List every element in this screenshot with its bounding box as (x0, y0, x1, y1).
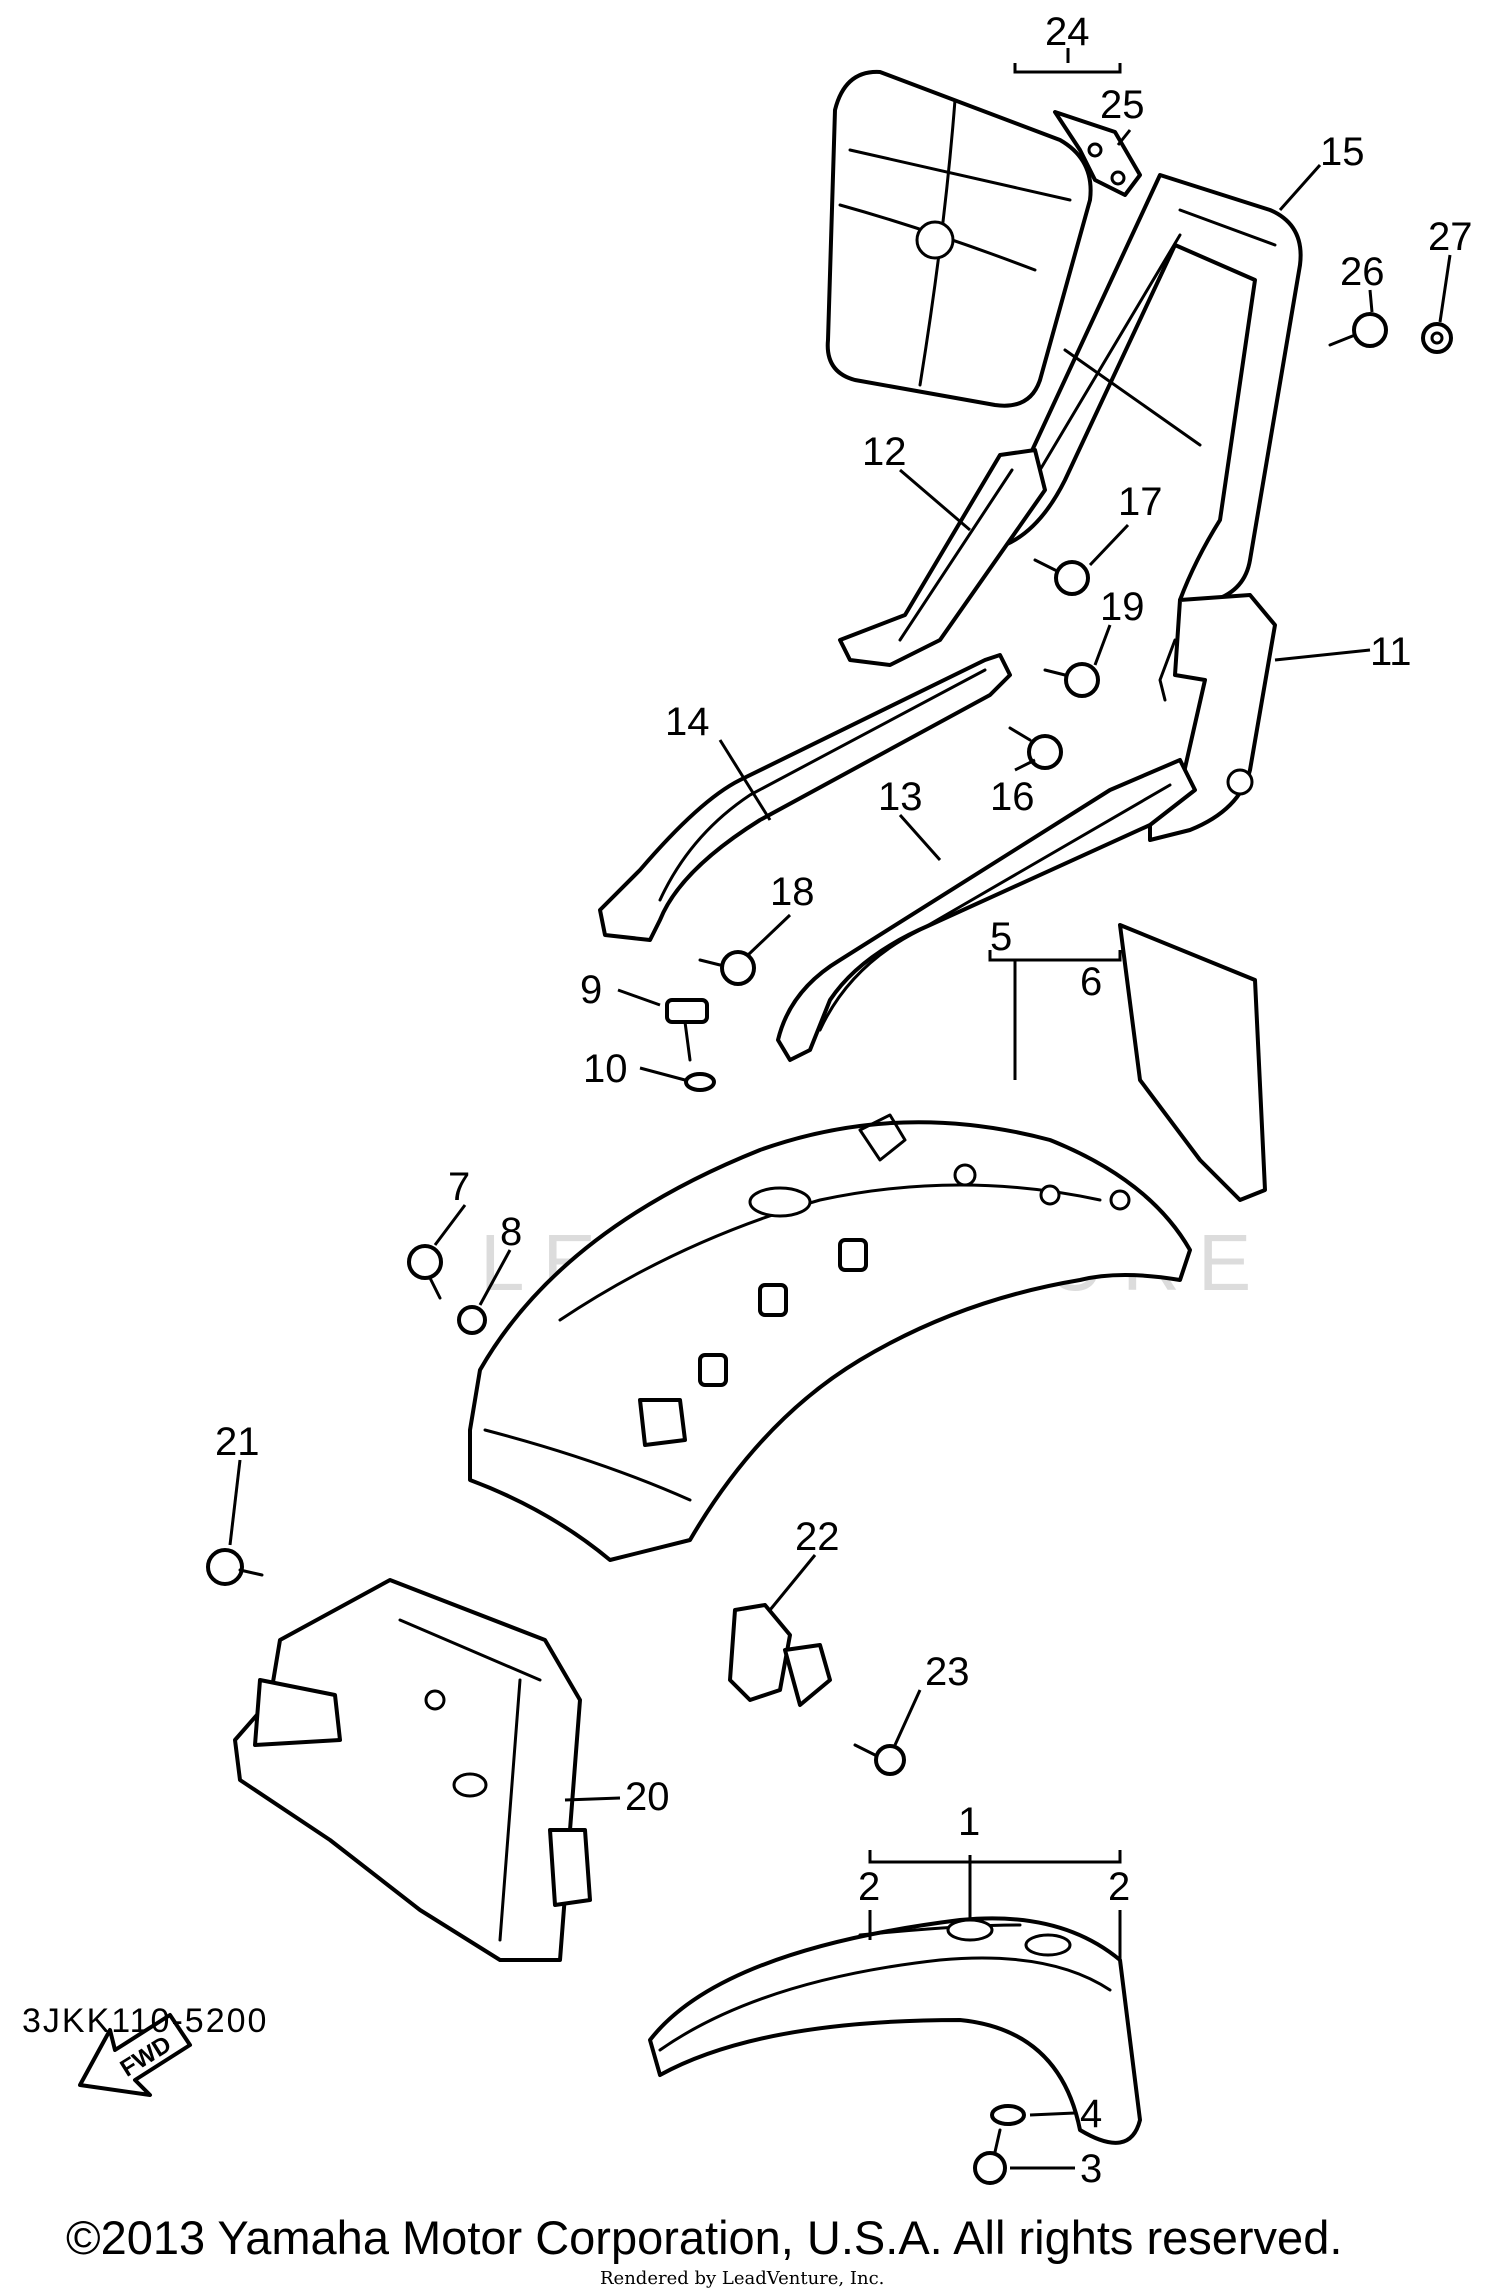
inner-fender (233, 1578, 592, 1962)
bolt-7 (407, 1244, 443, 1300)
rendered-by-notice: Rendered by LeadVenture, Inc. (600, 2268, 885, 2289)
callout-23: 23 (925, 1650, 970, 1694)
callout-17: 17 (1118, 480, 1163, 524)
bolt-18 (698, 950, 756, 986)
callout-16: 16 (990, 775, 1035, 819)
diagram-code: 3JKK110-5200 (22, 2002, 269, 2040)
leader-lines (228, 48, 1452, 2170)
callout-12: 12 (862, 430, 907, 474)
small-bracket (728, 1603, 832, 1707)
left-grab-rail (598, 653, 1012, 942)
callout-8: 8 (500, 1210, 522, 1254)
callout-4: 4 (1080, 2092, 1102, 2136)
callout-18: 18 (770, 870, 815, 914)
callout-11: 11 (1370, 630, 1412, 674)
nut-8 (457, 1305, 487, 1335)
washer-4 (990, 2104, 1026, 2126)
bolt-26 (1328, 312, 1388, 348)
callout-21: 21 (215, 1420, 260, 1464)
callout-6: 6 (1080, 960, 1102, 1004)
bolt-3 (973, 2128, 1007, 2185)
callout-19: 19 (1100, 585, 1145, 629)
callout-2a: 2 (858, 1865, 880, 1909)
callout-24: 24 (1045, 10, 1090, 54)
callout-5: 5 (990, 915, 1012, 959)
callout-7: 7 (448, 1165, 470, 1209)
callout-labels: 1 2 2 3 4 5 6 7 8 9 10 11 12 13 14 15 16… (215, 10, 1473, 2191)
callout-26: 26 (1340, 250, 1385, 294)
callout-14: 14 (665, 700, 710, 744)
callout-9: 9 (580, 968, 602, 1012)
callout-22: 22 (795, 1515, 840, 1559)
bolt-21 (206, 1548, 264, 1586)
copyright-notice: ©2013 Yamaha Motor Corporation, U.S.A. A… (66, 2211, 1343, 2264)
callout-27: 27 (1428, 215, 1473, 259)
backrest-bracket (1053, 110, 1142, 197)
bolt-9 (665, 998, 709, 1062)
callout-20: 20 (625, 1775, 670, 1819)
washer-10 (684, 1072, 716, 1092)
bolt-17 (1033, 558, 1090, 596)
bolt-19 (1043, 662, 1100, 698)
callout-2b: 2 (1108, 1865, 1130, 1909)
backrest-pad (825, 69, 1093, 408)
right-grab-rail (776, 758, 1197, 1062)
callout-13: 13 (878, 775, 923, 819)
nut-27 (1421, 322, 1453, 354)
lower-fender (648, 1916, 1142, 2145)
backrest-frame (988, 173, 1303, 602)
side-panel (1118, 923, 1267, 1202)
callout-15: 15 (1320, 130, 1365, 174)
rear-fender (468, 1113, 1192, 1562)
bolt-23 (853, 1743, 906, 1776)
left-bracket (838, 448, 1047, 667)
bolt-16 (1008, 726, 1063, 770)
callout-3: 3 (1080, 2147, 1102, 2191)
callout-1: 1 (958, 1800, 980, 1844)
callout-10: 10 (583, 1047, 628, 1091)
callout-25: 25 (1100, 83, 1145, 127)
